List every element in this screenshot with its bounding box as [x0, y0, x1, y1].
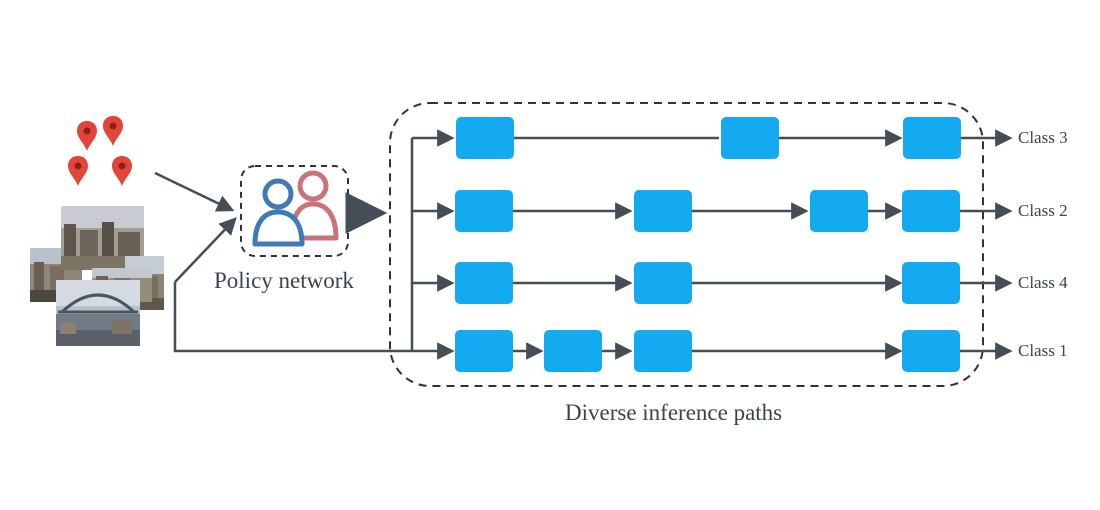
path-block — [544, 330, 602, 372]
inference-paths-label: Diverse inference paths — [565, 400, 783, 425]
path-row-class-3 — [412, 117, 1013, 159]
path-block — [456, 117, 514, 159]
users-icon — [252, 170, 339, 247]
path-block — [903, 117, 961, 159]
policy-network-label: Policy network — [214, 268, 354, 293]
location-pin-icon — [103, 116, 123, 146]
path-block — [810, 190, 868, 232]
class-label-3: Class 3 — [1018, 128, 1068, 147]
path-block — [902, 190, 960, 232]
path-block — [455, 262, 513, 304]
path-block — [634, 190, 692, 232]
location-pin-icon — [112, 156, 132, 186]
image-photo-icon — [56, 280, 140, 346]
path-block — [721, 117, 779, 159]
class-label-4: Class 4 — [1018, 273, 1068, 292]
path-block — [455, 330, 513, 372]
class-label-2: Class 2 — [1018, 201, 1068, 220]
location-pins — [68, 116, 132, 186]
path-row-class-1 — [412, 330, 1013, 372]
pins-to-policy-arrow — [154, 171, 235, 212]
location-pin-icon — [68, 156, 88, 186]
image-collage — [30, 206, 164, 346]
path-row-class-4 — [412, 262, 1013, 304]
path-block — [902, 330, 960, 372]
path-block — [634, 262, 692, 304]
images-to-policy-arrow — [174, 217, 237, 283]
path-block — [455, 190, 513, 232]
inference-paths-box — [389, 102, 984, 387]
class-label-1: Class 1 — [1018, 341, 1068, 360]
location-pin-icon — [77, 121, 97, 151]
images-to-paths-line — [173, 282, 412, 353]
path-row-class-2 — [412, 190, 1013, 232]
path-block — [902, 262, 960, 304]
path-block — [634, 330, 692, 372]
policy-network-box — [240, 165, 349, 257]
